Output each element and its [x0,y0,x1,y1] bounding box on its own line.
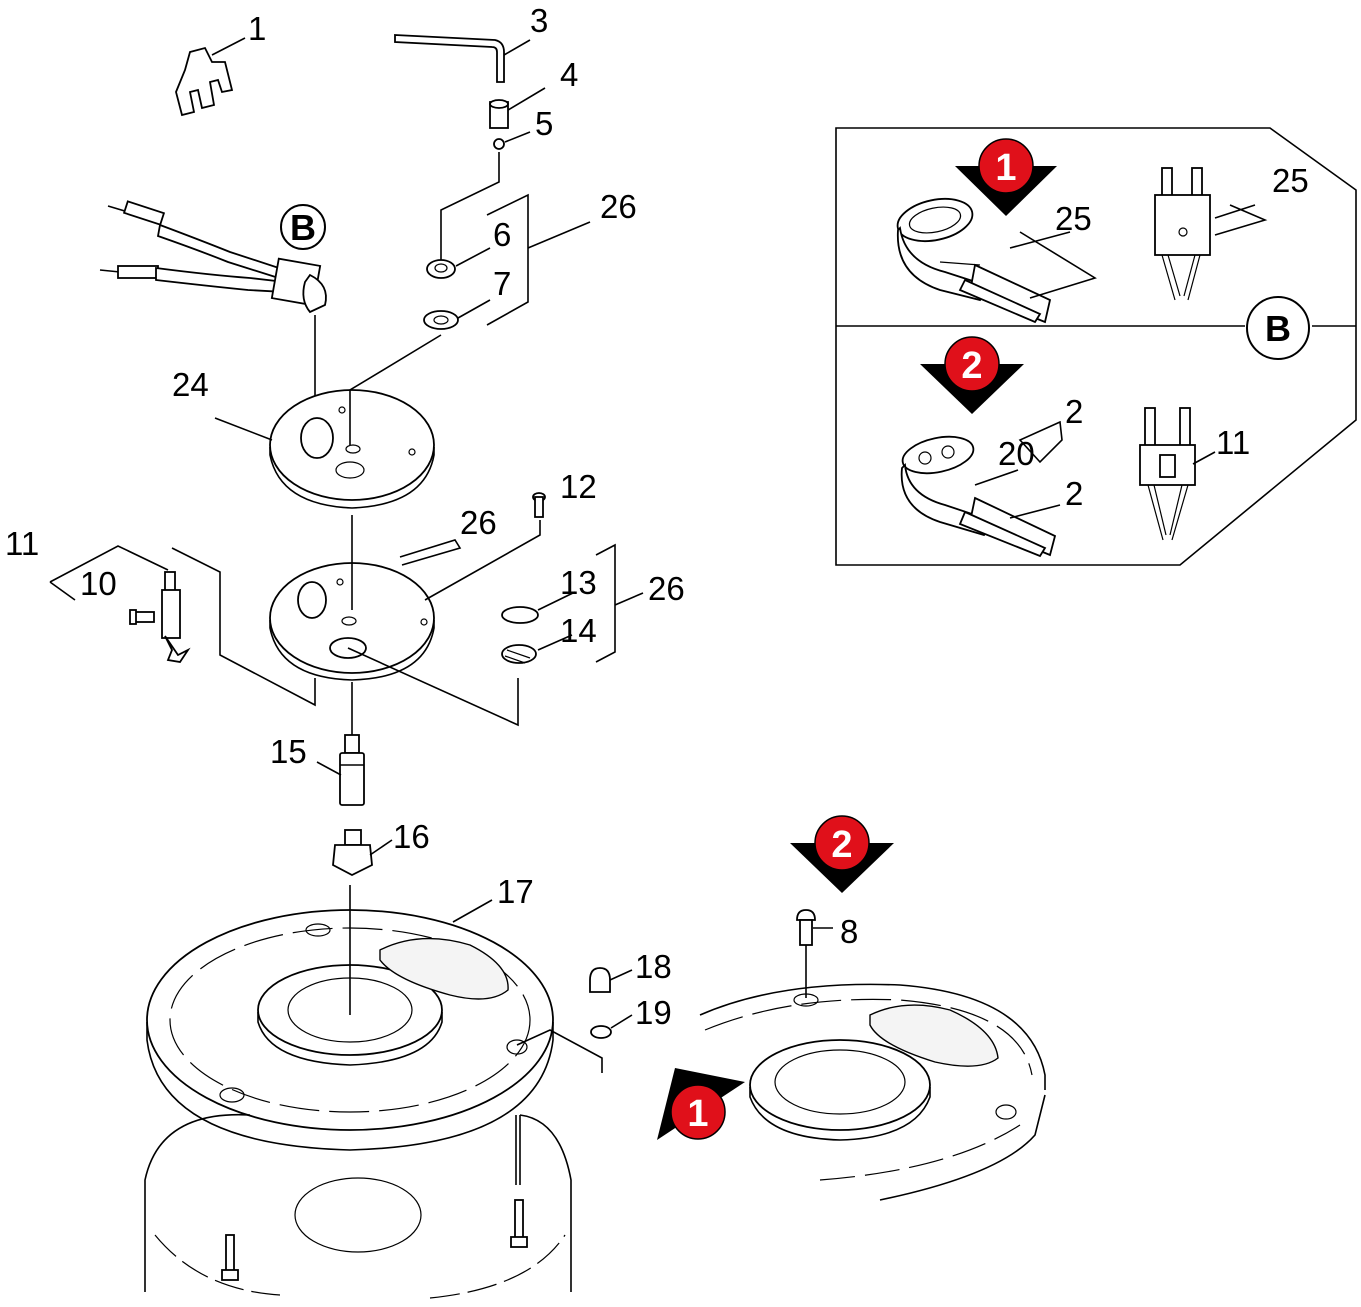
nozzle-16 [332,829,393,877]
burner-flange [146,885,603,1151]
cap-nut [589,967,633,993]
variant-1-badge-main: 1 [657,1068,745,1140]
callout-4: 4 [560,56,578,93]
lock-washer [590,1014,633,1039]
burner-housing [144,1113,572,1299]
variant-2-badge-panel: 2 [920,336,1024,414]
variant-1-badge-top: 1 [955,138,1057,216]
round-seal [501,543,644,664]
bolt-8 [796,909,833,998]
connector-boot-v2 [900,435,1057,558]
callout-14: 14 [560,612,597,649]
callout-25b: 25 [1272,162,1309,199]
callout-2b: 2 [1065,475,1083,512]
callout-25a: 25 [1055,200,1092,237]
callout-10: 10 [80,565,117,602]
nozzle-assembly [316,682,365,806]
callout-7: 7 [493,265,511,302]
ignition-electrode-v2 [1139,407,1196,541]
svg-text:B: B [290,207,316,248]
callout-26a: 26 [600,188,637,225]
callout-24: 24 [172,366,209,403]
cover-plate [214,334,442,509]
leader-plate-seal [347,647,519,727]
variant-2-label: 2 [961,345,982,387]
svg-text:2: 2 [831,824,852,866]
callout-labels: 1 3 4 5 26 6 7 24 12 26 11 10 13 26 14 1… [5,2,1309,1031]
callout-16: 16 [393,818,430,855]
star-washer [501,591,576,624]
callout-19: 19 [635,994,672,1031]
ignition-electrode-v1 [1154,167,1211,301]
callout-18: 18 [635,948,672,985]
callout-20: 20 [998,435,1035,472]
callout-11: 11 [5,525,39,562]
callout-13: 13 [560,564,597,601]
connector-boot-v1 [896,198,1052,324]
callout-1: 1 [248,10,266,47]
screw-12 [532,492,546,518]
wire-clip [175,37,246,117]
callout-11b: 11 [1216,424,1250,461]
callout-12: 12 [560,468,597,505]
ignition-electrode-main [49,545,316,707]
b-marker-main: B [280,204,326,250]
svg-text:1: 1 [687,1093,708,1135]
variant-1-label: 1 [995,147,1016,189]
mounting-plate [269,515,541,681]
callout-17: 17 [497,873,534,910]
svg-text:B: B [1265,308,1291,349]
callout-26c: 26 [648,570,685,607]
detail-panel: 1 2 B [835,127,1357,566]
variant-2-badge-main: 2 [790,815,894,893]
detail-b-marker: B [1246,296,1310,360]
callout-2a: 2 [1065,393,1083,430]
small-ball [493,131,531,150]
callout-3: 3 [530,2,548,39]
nut-fitting [489,87,546,129]
l-shaped-rod [394,34,531,83]
callout-15: 15 [270,733,307,770]
flange-variant [699,983,1046,1201]
callout-6: 6 [493,216,511,253]
hex-nut-washer [423,152,591,330]
callout-8: 8 [840,913,858,950]
screw-10 [129,609,155,625]
callout-26b: 26 [460,504,497,541]
cable-assembly [99,200,327,420]
callout-5: 5 [535,105,553,142]
